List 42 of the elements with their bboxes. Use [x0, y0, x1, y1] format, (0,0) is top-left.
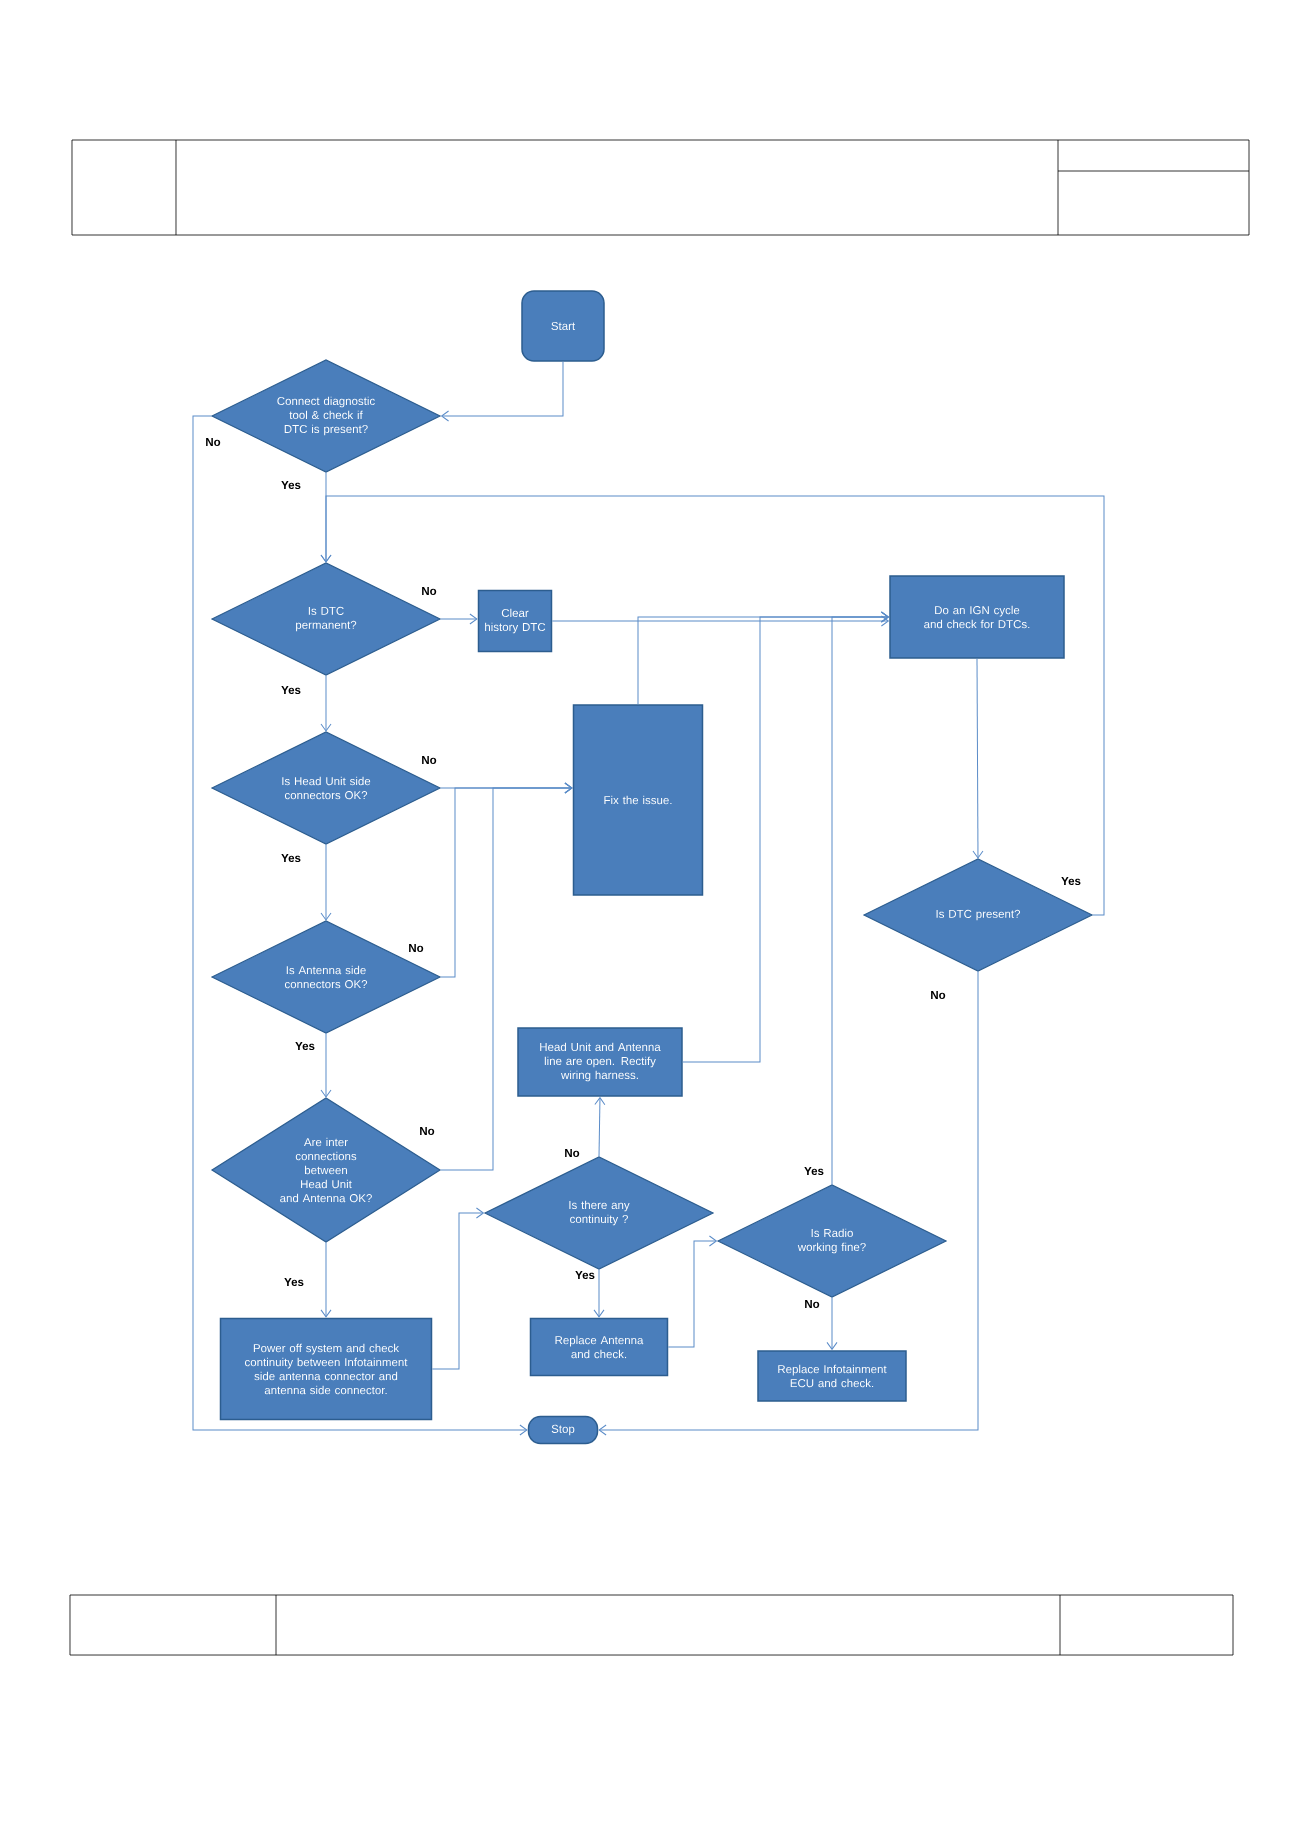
- process-box: Fix the issue.: [572, 704, 704, 896]
- edge-label: Yes: [280, 685, 302, 696]
- process-box: Replace Infotainment ECU and check.: [757, 1350, 907, 1402]
- process-box: Head Unit and Antenna line are open. Rectify wiring harness.: [517, 1027, 683, 1097]
- arrow: [320, 674, 332, 732]
- arrow: [667, 1235, 717, 1348]
- arrow: [440, 613, 478, 625]
- arrow: [431, 1207, 484, 1370]
- edge-label: No: [407, 943, 425, 954]
- edge-label: Yes: [574, 1270, 596, 1281]
- process-box: Clear history DTC: [477, 589, 553, 653]
- edge-label: No: [420, 755, 438, 766]
- arrow: [192, 415, 528, 1436]
- arrow: [972, 658, 984, 859]
- arrow: [594, 1097, 606, 1158]
- arrow: [826, 1296, 838, 1350]
- arrow: [593, 1268, 605, 1318]
- edge-label: No: [418, 1126, 436, 1136]
- arrow: [831, 611, 889, 1186]
- edge-label: Yes: [280, 480, 302, 491]
- process-box: Power off system and check continuity between Infotainment side antenna connector and antenna side connector.: [219, 1317, 433, 1421]
- process-box: Do an IGN cycle and check for DTCs.: [889, 575, 1065, 659]
- edge-label: No: [803, 1299, 821, 1309]
- arrow: [320, 495, 1105, 916]
- edge-label: Yes: [803, 1166, 825, 1177]
- edge-label: No: [563, 1148, 581, 1158]
- edge-label: Yes: [280, 853, 302, 864]
- arrow: [320, 1241, 332, 1318]
- arrow: [320, 1032, 332, 1098]
- terminal-box: Stop: [527, 1415, 599, 1445]
- edge-label: Yes: [1060, 876, 1082, 887]
- edge-label: No: [420, 586, 438, 597]
- edge-label: Yes: [294, 1041, 316, 1051]
- arrow: [440, 782, 573, 1171]
- arrow: [551, 615, 889, 627]
- process-box: Replace Antenna and check.: [529, 1317, 669, 1377]
- arrow: [320, 843, 332, 921]
- edge-label: No: [929, 990, 947, 1001]
- terminal-box: Start: [521, 290, 605, 362]
- arrow: [598, 970, 979, 1436]
- arrow: [441, 361, 564, 422]
- edge-label: Yes: [283, 1277, 305, 1287]
